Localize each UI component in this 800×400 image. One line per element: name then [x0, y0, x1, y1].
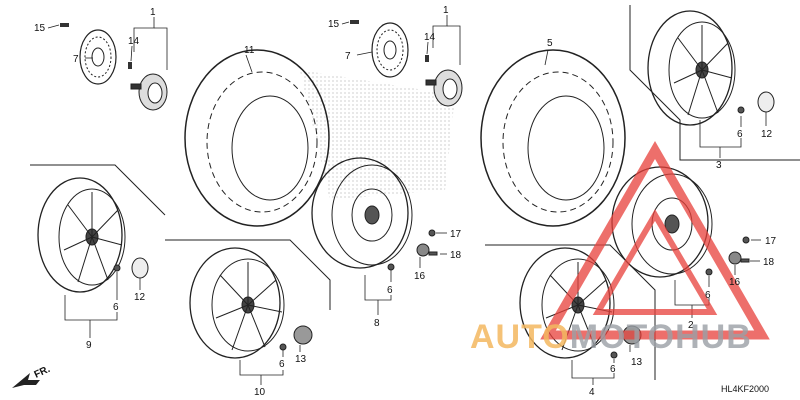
alloy-wheel-9	[37, 177, 126, 293]
callout-4: 4	[589, 387, 595, 398]
callout-1a: 1	[150, 7, 156, 18]
watermark-part-2: MOTO	[569, 318, 676, 356]
alloy-wheel-4	[519, 247, 615, 359]
callout-16a: 16	[414, 271, 426, 282]
callout-9: 9	[86, 340, 92, 351]
callout-11: 11	[244, 45, 255, 56]
tire-rear	[480, 49, 626, 227]
callout-10: 10	[254, 387, 266, 398]
tire-front	[184, 49, 330, 227]
callout-18a: 18	[450, 250, 462, 261]
callout-1b: 1	[443, 5, 449, 16]
steel-wheel-front	[311, 157, 413, 269]
callout-6f: 6	[610, 364, 616, 375]
watermark-logo	[540, 141, 770, 340]
callout-6a: 6	[737, 129, 743, 140]
callout-6d: 6	[279, 359, 285, 370]
callout-12b: 12	[134, 292, 146, 303]
watermark-part-1: AUTO	[470, 318, 570, 356]
diagram-code: HL4KF2000	[721, 384, 769, 394]
alloy-wheel-3	[647, 10, 736, 126]
alloy-wheel-10	[189, 247, 285, 359]
brake-disc-left	[79, 29, 117, 85]
callout-6c: 6	[113, 302, 119, 313]
direction-arrow: FR.	[12, 364, 52, 388]
callout-17b: 17	[765, 236, 777, 247]
hub-right	[425, 69, 463, 107]
hub-left	[130, 73, 168, 111]
callout-numbers: 1 15 14 7 11 1 15 14 7 5 6 12 3 17 18 16…	[34, 5, 777, 398]
callout-18b: 18	[763, 257, 775, 268]
callout-3: 3	[716, 160, 722, 171]
callout-17a: 17	[450, 229, 462, 240]
leader-lines	[47, 15, 767, 385]
dotted-hatch	[300, 70, 455, 200]
callout-7b: 7	[345, 51, 351, 62]
callout-6b: 6	[387, 285, 393, 296]
callout-6e: 6	[705, 290, 711, 301]
brake-disc-right	[371, 22, 409, 78]
callout-15a: 15	[34, 23, 46, 34]
direction-label: FR.	[33, 364, 52, 381]
callout-5: 5	[547, 38, 553, 49]
callout-14b: 14	[424, 32, 436, 43]
watermark-part-3: HUB	[675, 318, 752, 356]
callout-14a: 14	[128, 36, 140, 47]
callout-12a: 12	[761, 129, 773, 140]
callout-7a: 7	[73, 54, 79, 65]
watermark-text: AUTOMOTOHUB	[470, 318, 752, 357]
callout-8: 8	[374, 318, 380, 329]
callout-13b: 13	[631, 357, 643, 368]
callout-2: 2	[688, 320, 694, 331]
callout-15b: 15	[328, 19, 340, 30]
callout-16b: 16	[729, 277, 741, 288]
callout-13a: 13	[295, 354, 307, 365]
bolts	[60, 20, 429, 69]
